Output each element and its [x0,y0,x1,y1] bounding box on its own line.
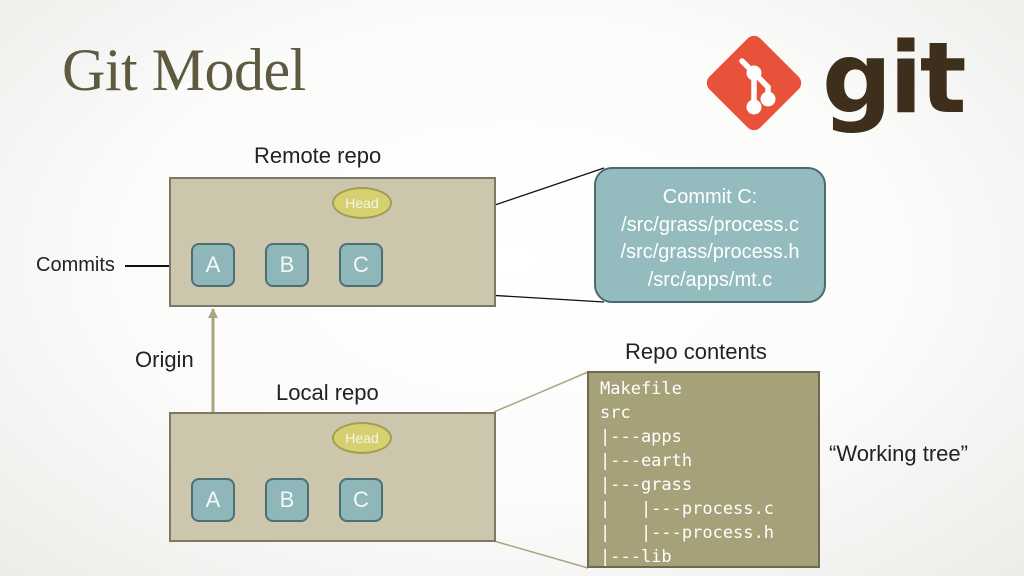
tree-line: Makefile [600,379,682,399]
remote-repo-box [169,177,496,307]
tree-line: |---grass [600,475,693,495]
remote-commit-c: C [339,243,383,287]
local-commit-b: B [265,478,309,522]
commit-detail-box: Commit C: /src/grass/process.c /src/gras… [594,167,826,303]
contents-callout-line-bottom [493,540,589,569]
remote-head-badge: Head [332,187,392,219]
tree-line: |---lib [600,547,672,567]
local-repo-box [169,412,496,542]
tree-line: | |---process.c [600,499,774,519]
local-repo-label: Local repo [276,380,379,405]
git-logo-icon [706,35,802,131]
repo-contents-label: Repo contents [625,339,767,364]
tree-line: src [600,403,631,423]
tree-line: | |---process.h [600,523,774,543]
tree-line: |---apps [600,427,682,447]
commit-detail-file: /src/grass/process.h [620,241,800,263]
contents-callout-line-top [493,371,589,413]
commit-detail-file: /src/apps/mt.c [647,268,773,291]
commit-detail-title: Commit C: [662,186,758,208]
remote-commit-a: A [191,243,235,287]
origin-label: Origin [135,347,194,372]
tree-line: |---earth [600,451,693,471]
working-tree-label: “Working tree” [829,441,968,466]
commits-label: Commits [36,254,115,276]
remote-repo-label: Remote repo [254,143,382,168]
git-logo-text: git [822,22,967,136]
slide-title: Git Model [62,37,306,103]
local-commit-a: A [191,478,235,522]
remote-commit-b: B [265,243,309,287]
local-commit-c: C [339,478,383,522]
commit-detail-file: /src/grass/process.c [621,213,799,236]
repo-contents-box: Makefile src |---apps |---earth |---gras… [587,371,820,568]
local-head-badge: Head [332,422,392,454]
